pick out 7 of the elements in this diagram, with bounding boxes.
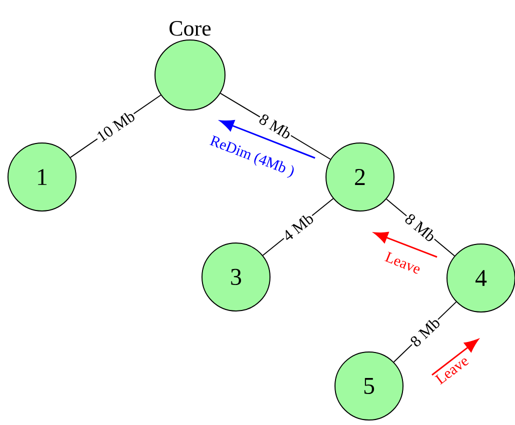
edge-label: 10 Mb — [94, 108, 138, 144]
node-label: Core — [170, 21, 211, 36]
edge-label: 8 Mb — [402, 210, 439, 244]
direction-label: Leave — [384, 252, 420, 274]
edge-label: 4 Mb — [280, 210, 316, 244]
edge-label: 8 Mb — [256, 111, 294, 142]
edge-label: 8 Mb — [407, 314, 443, 350]
